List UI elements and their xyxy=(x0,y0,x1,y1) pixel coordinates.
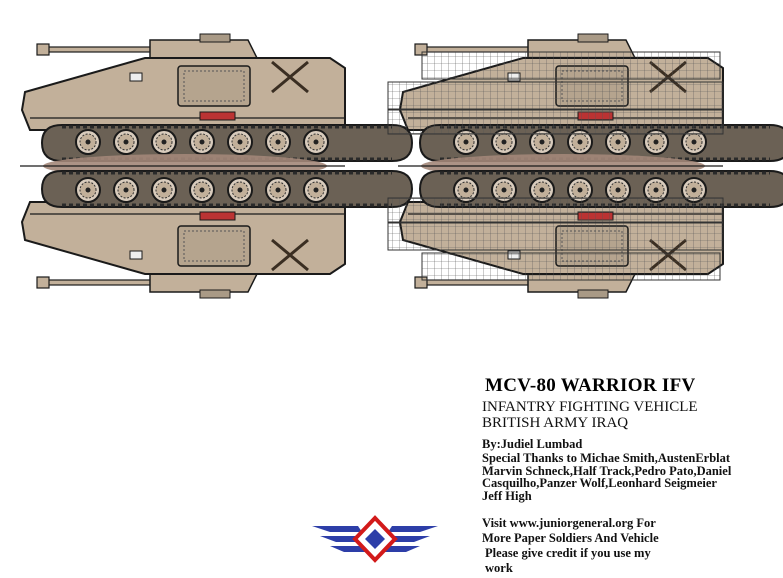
vehicle-unit: BRITISH ARMY IRAQ xyxy=(482,415,629,431)
credit-line-2: work xyxy=(485,561,513,575)
credit-line-1: Please give credit if you use my xyxy=(485,546,651,560)
right-vehicle-top xyxy=(387,32,783,163)
thanks-line-4: Jeff High xyxy=(482,488,532,503)
right-vehicle-bottom xyxy=(387,169,783,300)
left-vehicle-bottom xyxy=(20,169,414,300)
junior-general-logo-icon xyxy=(312,515,438,563)
left-vehicle-top xyxy=(20,32,414,163)
visit-block: Visit www.juniorgeneral.org For More Pap… xyxy=(482,516,782,576)
vehicle-title: MCV-80 WARRIOR IFV xyxy=(485,375,696,396)
author-line: By:Judiel Lumbad xyxy=(482,437,583,451)
vehicle-type: INFANTRY FIGHTING VEHICLE xyxy=(482,399,698,415)
thanks-line-3: Casquilho,Panzer Wolf,Leonhard Seigmeier xyxy=(482,476,717,491)
visit-line-2: More Paper Soldiers And Vehicle xyxy=(482,531,659,545)
thanks-line-2: Marvin Schneck,Half Track,Pedro Pato,Dan… xyxy=(482,463,732,478)
credits-block: MCV-80 WARRIOR IFV INFANTRY FIGHTING VEH… xyxy=(482,375,782,502)
thanks-line-1: Special Thanks to Michae Smith,AustenErb… xyxy=(482,451,731,465)
visit-line-1: Visit www.juniorgeneral.org For xyxy=(482,516,656,530)
